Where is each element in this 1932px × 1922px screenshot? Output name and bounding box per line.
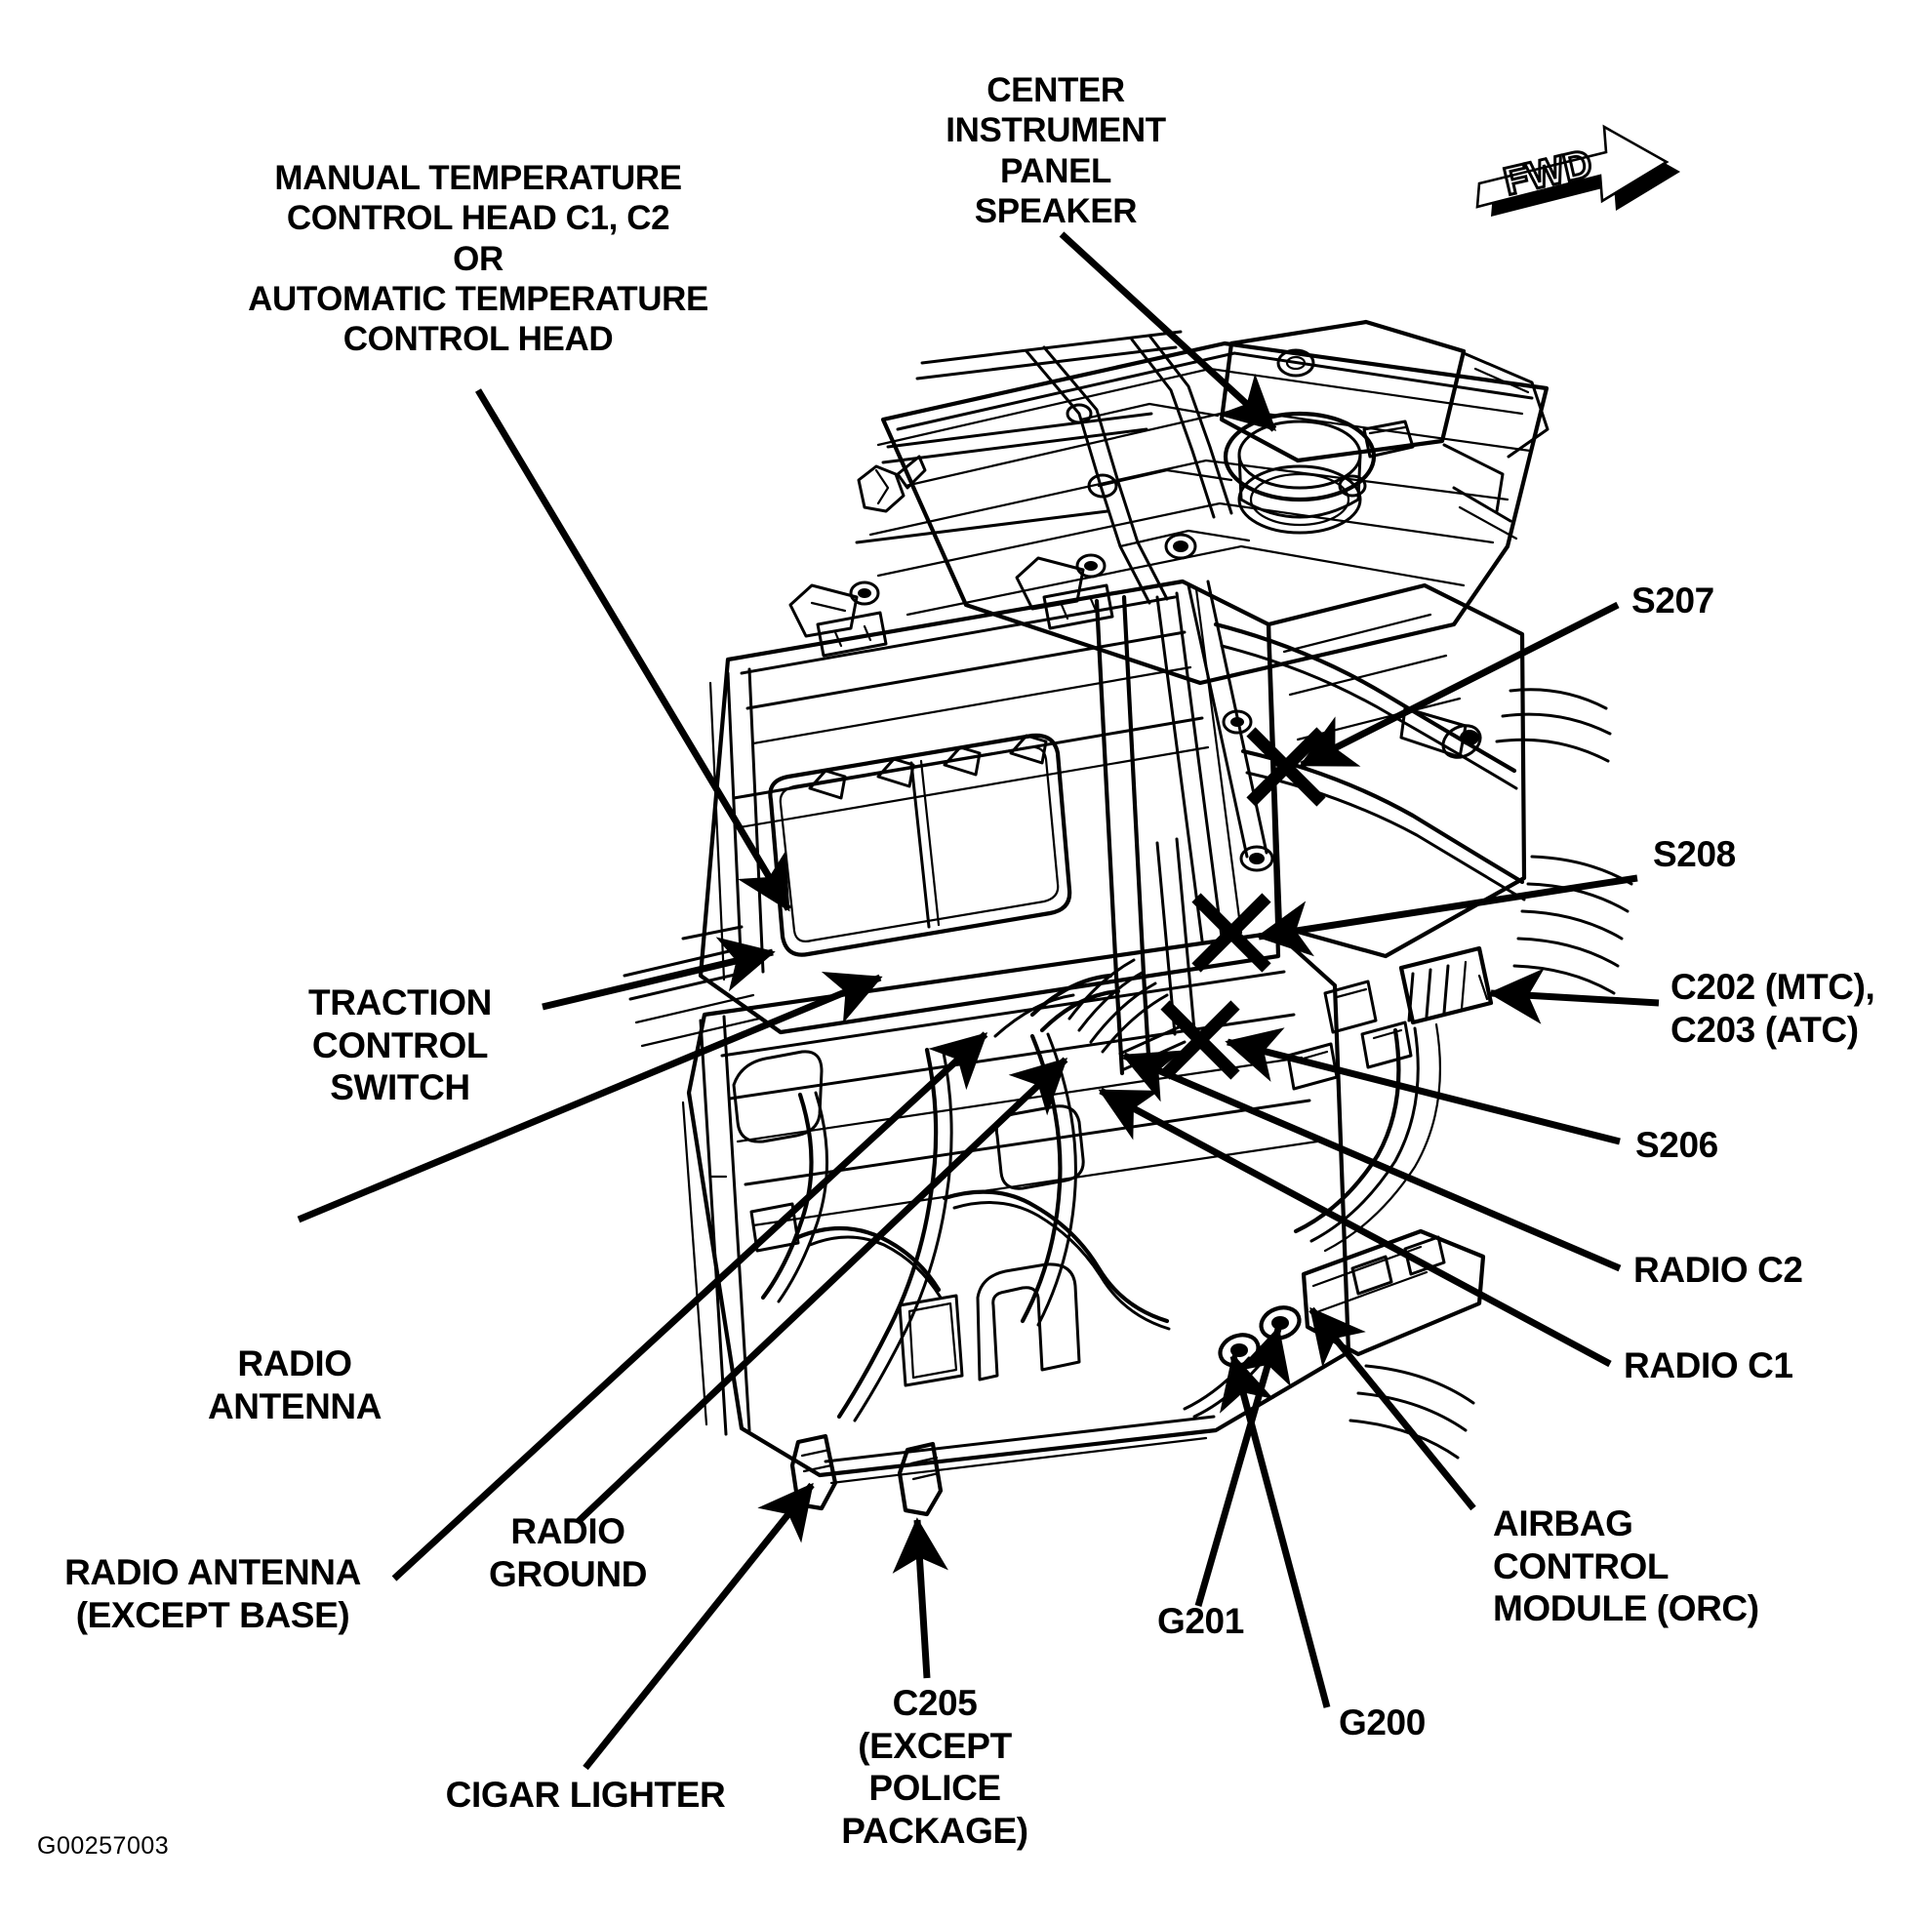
leader-c202-c203	[1488, 968, 1660, 1024]
label-g200: G200	[1339, 1702, 1426, 1742]
splice-x-marks	[1160, 727, 1326, 1080]
label-center-instrument-panel-speaker: CENTER INSTRUMENT PANEL SPEAKER	[946, 71, 1166, 230]
leader-s207	[1299, 601, 1620, 769]
leader-lines	[297, 231, 1660, 1771]
leader-cigar-lighter	[583, 1482, 815, 1771]
leader-manual-temp-control	[474, 388, 792, 912]
label-c205-except-police-package: C205 (EXCEPT POLICE PACKAGE)	[841, 1683, 1028, 1851]
leader-airbag-control-module	[1308, 1306, 1476, 1511]
label-radio-antenna-except-base: RADIO ANTENNA (EXCEPT BASE)	[64, 1552, 361, 1635]
label-traction-control-switch: TRACTION CONTROL SWITCH	[308, 982, 492, 1108]
label-s208: S208	[1653, 834, 1736, 874]
fwd-arrow-icon: FWD	[1475, 124, 1680, 217]
label-manual-temperature-control-head: MANUAL TEMPERATURE CONTROL HEAD C1, C2 O…	[248, 159, 708, 359]
leader-g200	[1219, 1353, 1331, 1708]
leader-center-ip-speaker	[1059, 231, 1277, 432]
label-cigar-lighter: CIGAR LIGHTER	[445, 1775, 726, 1815]
label-radio-c2: RADIO C2	[1633, 1250, 1803, 1290]
splice-x-s206	[1160, 1000, 1240, 1080]
leader-radio-antenna	[297, 971, 883, 1223]
label-s206: S206	[1635, 1125, 1718, 1165]
leader-radio-c1	[1098, 1087, 1612, 1368]
label-radio-c1: RADIO C1	[1624, 1345, 1793, 1385]
label-radio-antenna: RADIO ANTENNA	[207, 1343, 382, 1426]
leader-traction-control-switch	[542, 937, 776, 1011]
leader-radio-ground	[575, 1057, 1068, 1525]
label-c202-mtc-c203-atc: C202 (MTC), C203 (ATC)	[1670, 967, 1875, 1050]
leader-radio-antenna-except-base	[391, 1031, 988, 1582]
leader-s208	[1256, 874, 1638, 957]
leader-c205	[892, 1517, 948, 1679]
fwd-arrow-text: FWD	[1500, 141, 1596, 203]
leader-s206	[1225, 1027, 1621, 1145]
label-s207: S207	[1631, 581, 1714, 621]
leader-radio-c2	[1121, 1050, 1622, 1272]
leader-g201	[1194, 1326, 1291, 1607]
figure-id-code: G00257003	[37, 1832, 170, 1860]
label-g201: G201	[1157, 1601, 1244, 1641]
label-airbag-control-module: AIRBAG CONTROL MODULE (ORC)	[1493, 1503, 1759, 1629]
splice-x-s207	[1246, 727, 1326, 807]
label-radio-ground: RADIO GROUND	[488, 1511, 648, 1594]
splice-x-s208	[1191, 893, 1271, 973]
